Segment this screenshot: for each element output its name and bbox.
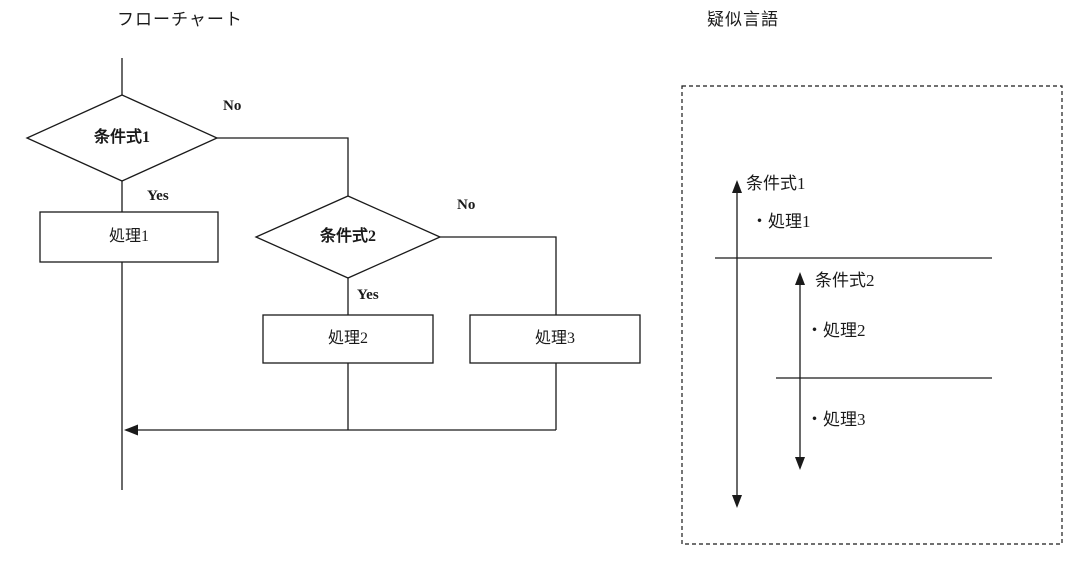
no2-connector [440, 236, 557, 315]
pseudo-process3: ・処理3 [806, 410, 866, 429]
process1-label: 処理1 [108, 228, 149, 246]
pseudo-condition2: 条件式2 [815, 271, 875, 290]
scope1-arrow-down-icon [732, 495, 742, 508]
process3-rect [469, 314, 641, 364]
scope1-arrow-up-icon [732, 180, 742, 193]
no1-connector [217, 137, 349, 196]
merge-arrowhead [124, 424, 138, 436]
scope2-arrow-up-icon [795, 272, 805, 285]
pseudo-process2: ・処理2 [806, 321, 866, 340]
decision2-yes-label: Yes [357, 287, 379, 303]
decision1-label: 条件式1 [93, 129, 150, 147]
pseudo-process1: ・処理1 [751, 212, 811, 231]
decision2-no-label: No [457, 197, 476, 213]
process1-rect [39, 211, 219, 263]
decision1-yes-label: Yes [147, 188, 169, 204]
decision2-label: 条件式2 [319, 228, 376, 246]
pseudo-dashed-box [681, 85, 1063, 545]
process2-label: 処理2 [327, 330, 368, 348]
flowchart-title: フローチャート [117, 10, 243, 29]
pseudo-title: 疑似言語 [707, 10, 779, 29]
decision1-no-label: No [223, 98, 242, 114]
process3-label: 処理3 [534, 330, 575, 348]
scope2-arrow-down-icon [795, 457, 805, 470]
process2-rect [262, 314, 434, 364]
pseudo-condition1: 条件式1 [746, 174, 806, 193]
